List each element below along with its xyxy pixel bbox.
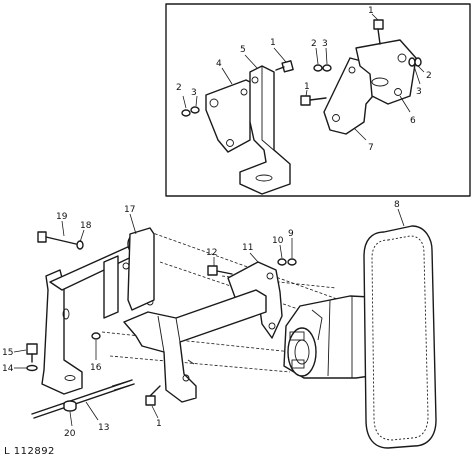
inset-bracket-5 (239, 65, 291, 195)
inset-detail: 1 1 1 2 2 2 3 3 3 4 5 6 7 (165, 3, 471, 197)
callout-main-10: 10 (272, 236, 284, 246)
spacer-20 (63, 400, 77, 412)
callout-main-18: 18 (80, 221, 92, 231)
callout-main-17: 17 (124, 205, 135, 215)
inset-leaders (182, 13, 425, 141)
callout-main-11: 11 (242, 243, 253, 253)
washer-16 (91, 332, 101, 340)
bolt-1-lower (145, 385, 161, 406)
bolt-15 (26, 343, 38, 372)
callout-inset-2b: 2 (311, 39, 317, 49)
callout-main-1: 1 (156, 419, 162, 429)
main-callout-labels: 1 8 9 10 11 12 13 14 15 16 17 18 19 20 (2, 200, 400, 439)
callout-main-9: 9 (288, 229, 294, 239)
bracket-17 (41, 227, 155, 395)
callout-inset-4: 4 (216, 59, 222, 69)
callout-inset-2a: 2 (176, 83, 182, 93)
inset-bolt-1-mid (300, 95, 327, 106)
main-assembly: 1 8 9 10 11 12 13 14 15 16 17 18 19 20 (2, 200, 437, 449)
callout-main-20: 20 (64, 429, 76, 439)
callout-main-12: 12 (206, 248, 217, 258)
callout-inset-3c: 3 (416, 87, 422, 97)
drive-belt-8 (363, 225, 437, 449)
callout-main-14: 14 (2, 364, 14, 374)
callout-main-19: 19 (56, 212, 68, 222)
support-arm (123, 289, 267, 403)
bolt-19 (37, 231, 84, 250)
inset-frame (165, 3, 471, 197)
callout-inset-6: 6 (410, 116, 416, 126)
callout-inset-3a: 3 (191, 88, 197, 98)
inset-callout-labels: 1 1 1 2 2 2 3 3 3 4 5 6 7 (176, 6, 432, 153)
bolt-12 (207, 265, 233, 276)
callout-main-15: 15 (2, 348, 13, 358)
callout-inset-1a: 1 (270, 38, 276, 48)
washers-9-10 (277, 258, 297, 266)
callout-main-8: 8 (394, 200, 400, 210)
callout-inset-3b: 3 (322, 39, 328, 49)
inset-bolt-1-left (275, 60, 294, 73)
callout-inset-2c: 2 (426, 71, 432, 81)
callout-inset-1c: 1 (304, 82, 310, 92)
callout-inset-7: 7 (368, 143, 374, 153)
inset-bolt-1-top (373, 19, 384, 45)
main-leaders (13, 208, 405, 427)
inset-washers-mid (313, 64, 332, 72)
callout-inset-1b: 1 (368, 6, 374, 16)
figure-code: L 112892 (4, 446, 55, 457)
inset-bracket-6 (355, 39, 417, 105)
callout-main-16: 16 (90, 363, 102, 373)
callout-inset-5: 5 (240, 45, 246, 55)
rod-13 (31, 379, 135, 419)
callout-main-13: 13 (98, 423, 109, 433)
inset-washers-left (181, 106, 200, 117)
